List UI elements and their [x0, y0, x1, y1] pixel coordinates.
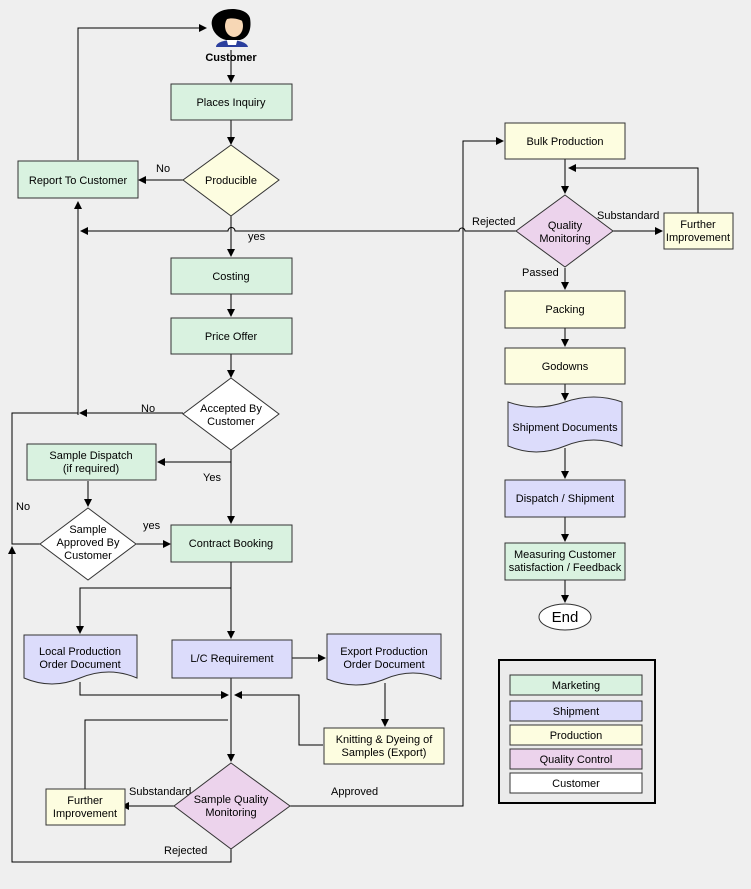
- customer-label: Customer: [205, 52, 257, 64]
- node-producible: Producible: [182, 144, 280, 217]
- svg-text:Shipment: Shipment: [553, 706, 599, 718]
- svg-text:Sample Dispatch: Sample Dispatch: [49, 450, 132, 462]
- label-yes-sample: yes: [143, 520, 161, 532]
- svg-text:Production: Production: [550, 730, 603, 742]
- node-packing: Packing: [504, 290, 626, 329]
- svg-text:Quality: Quality: [548, 220, 583, 232]
- svg-text:Places Inquiry: Places Inquiry: [196, 97, 266, 109]
- node-bulk-production: Bulk Production: [504, 122, 626, 160]
- node-places-inquiry: Places Inquiry: [170, 83, 293, 121]
- svg-text:Report To Customer: Report To Customer: [29, 175, 128, 187]
- svg-text:Accepted By: Accepted By: [200, 403, 262, 415]
- svg-text:Further: Further: [67, 795, 103, 807]
- svg-text:Customer: Customer: [207, 416, 255, 428]
- svg-text:(if required): (if required): [63, 463, 119, 475]
- label-passed: Passed: [522, 267, 559, 279]
- node-report-to-customer: Report To Customer: [17, 160, 139, 199]
- label-yes-accepted: Yes: [203, 472, 221, 484]
- svg-text:Knitting & Dyeing of: Knitting & Dyeing of: [336, 734, 434, 746]
- svg-text:Local Production: Local Production: [39, 646, 121, 658]
- svg-text:Samples (Export): Samples (Export): [342, 747, 427, 759]
- node-shipment-documents: Shipment Documents: [507, 396, 623, 453]
- svg-text:L/C Requirement: L/C Requirement: [190, 653, 273, 665]
- svg-text:Improvement: Improvement: [53, 808, 117, 820]
- label-rejected-right: Rejected: [472, 216, 515, 228]
- label-no-sample: No: [16, 501, 30, 513]
- svg-text:Measuring Customer: Measuring Customer: [514, 549, 616, 561]
- svg-text:Price Offer: Price Offer: [205, 331, 258, 343]
- node-further-improvement-right: Further Improvement: [663, 212, 734, 250]
- svg-text:Marketing: Marketing: [552, 680, 600, 692]
- svg-text:Bulk Production: Bulk Production: [526, 136, 603, 148]
- svg-text:Order Document: Order Document: [343, 659, 424, 671]
- svg-text:Producible: Producible: [205, 175, 257, 187]
- svg-text:Sample: Sample: [69, 524, 106, 536]
- node-sample-dispatch: Sample Dispatch (if required): [26, 443, 157, 481]
- node-dispatch-shipment: Dispatch / Shipment: [504, 479, 626, 518]
- svg-text:Costing: Costing: [212, 271, 249, 283]
- legend: Marketing Shipment Production Quality Co…: [498, 659, 656, 804]
- svg-text:Monitoring: Monitoring: [205, 807, 256, 819]
- label-substandard-right: Substandard: [597, 210, 659, 222]
- label-no-accepted: No: [141, 403, 155, 415]
- label-substandard-left: Substandard: [129, 786, 191, 798]
- svg-text:Sample Quality: Sample Quality: [194, 794, 269, 806]
- customer-icon: [211, 8, 251, 47]
- node-quality-monitoring: Quality Monitoring: [515, 194, 614, 268]
- legend-item-shipment: Shipment: [509, 700, 643, 722]
- svg-text:Improvement: Improvement: [666, 232, 730, 244]
- node-end: End: [538, 603, 592, 631]
- label-yes-producible: yes: [248, 231, 266, 243]
- legend-item-production: Production: [509, 724, 643, 746]
- svg-text:Approved By: Approved By: [57, 537, 120, 549]
- label-rejected-left: Rejected: [164, 845, 207, 857]
- node-sample-approved: Sample Approved By Customer: [39, 507, 137, 581]
- svg-text:Monitoring: Monitoring: [539, 233, 590, 245]
- svg-text:Dispatch / Shipment: Dispatch / Shipment: [516, 493, 614, 505]
- svg-text:Export Production: Export Production: [340, 646, 427, 658]
- svg-text:Packing: Packing: [545, 304, 584, 316]
- node-measuring-feedback: Measuring Customer satisfaction / Feedba…: [504, 542, 626, 581]
- svg-text:Contract Booking: Contract Booking: [189, 538, 273, 550]
- node-further-improvement-left: Further Improvement: [45, 788, 126, 826]
- svg-text:Godowns: Godowns: [542, 361, 589, 373]
- node-local-production-order: Local Production Order Document: [23, 634, 138, 685]
- node-knitting-dyeing: Knitting & Dyeing of Samples (Export): [323, 727, 445, 765]
- node-sample-quality-monitoring: Sample Quality Monitoring: [173, 762, 291, 850]
- label-no-producible: No: [156, 163, 170, 175]
- node-contract-booking: Contract Booking: [170, 524, 293, 563]
- svg-text:Customer: Customer: [552, 778, 600, 790]
- svg-text:satisfaction / Feedback: satisfaction / Feedback: [509, 562, 622, 574]
- svg-text:Quality Control: Quality Control: [540, 754, 613, 766]
- legend-item-customer: Customer: [509, 772, 643, 794]
- legend-item-marketing: Marketing: [509, 674, 643, 696]
- connectors: [8, 24, 699, 863]
- customer-node: Customer: [205, 8, 257, 64]
- node-accepted-by-customer: Accepted By Customer: [182, 377, 280, 451]
- svg-text:End: End: [552, 609, 579, 626]
- svg-text:Further: Further: [680, 219, 716, 231]
- node-godowns: Godowns: [504, 347, 626, 385]
- svg-text:Shipment Documents: Shipment Documents: [512, 422, 618, 434]
- svg-text:Customer: Customer: [64, 550, 112, 562]
- edge-labels: No yes No Yes yes No Substandard Approve…: [16, 163, 659, 857]
- node-export-production-order: Export Production Order Document: [326, 633, 442, 686]
- legend-item-quality-control: Quality Control: [509, 748, 643, 770]
- node-price-offer: Price Offer: [170, 317, 293, 355]
- node-costing: Costing: [170, 257, 293, 295]
- svg-text:Order Document: Order Document: [39, 659, 120, 671]
- label-approved: Approved: [331, 786, 378, 798]
- node-lc-requirement: L/C Requirement: [171, 639, 293, 679]
